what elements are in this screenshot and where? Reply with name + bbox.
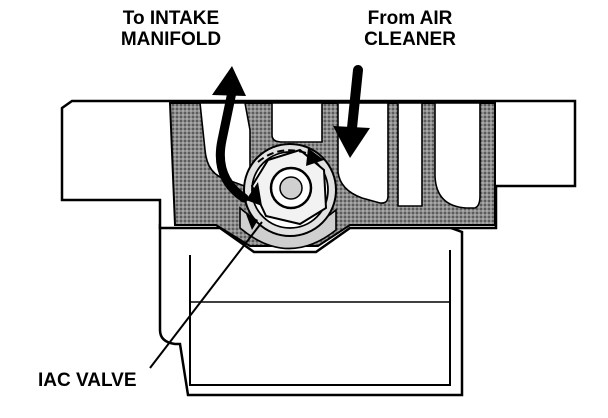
intake-label-line-1: To INTAKE [122, 8, 220, 29]
iac-valve-rotor [239, 143, 337, 250]
iac-valve-leader [149, 221, 263, 369]
air-label-line-2: CLEANER [364, 29, 456, 50]
intake-manifold-label: To INTAKE MANIFOLD [96, 8, 246, 50]
arrow-up-icon [212, 66, 249, 203]
air-label-line-1: From AIR [367, 8, 453, 29]
air-cleaner-label: From AIR CLEANER [340, 8, 480, 50]
curved-arrow-icon [257, 148, 324, 166]
intake-label-line-2: MANIFOLD [120, 29, 222, 50]
iac-valve-label: IAC VALVE [38, 370, 137, 391]
arrow-down-icon [333, 65, 370, 158]
